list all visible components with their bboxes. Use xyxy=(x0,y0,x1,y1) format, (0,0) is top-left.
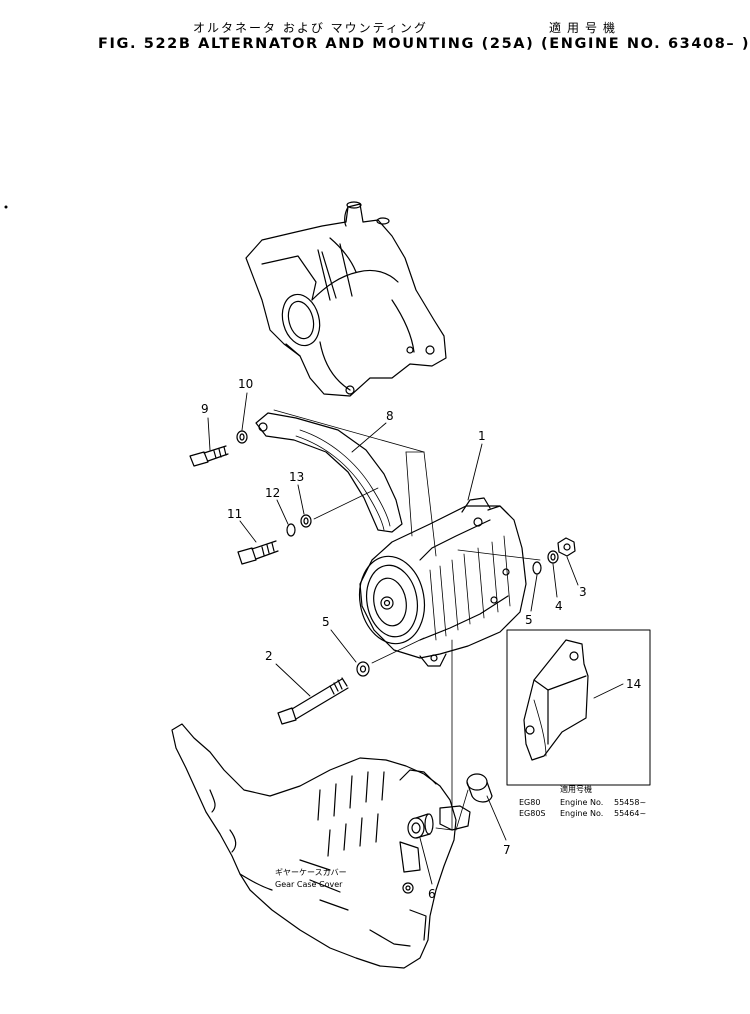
washer-4 xyxy=(547,550,559,564)
callout-8: 8 xyxy=(386,409,394,423)
leader-5-left xyxy=(330,629,357,663)
leader-11 xyxy=(239,520,257,543)
spacer-7 xyxy=(466,773,493,803)
washer-12 xyxy=(286,523,296,537)
inset-heading: 適用号機 xyxy=(560,784,592,794)
callout-14: 14 xyxy=(626,677,641,691)
callout-3: 3 xyxy=(579,585,587,599)
leader-1 xyxy=(467,443,483,501)
callout-1: 1 xyxy=(478,429,486,443)
callout-7: 7 xyxy=(503,843,511,857)
inset-row-1-model: EG80 xyxy=(519,798,540,807)
bushing-6 xyxy=(407,813,434,839)
bolt-11 xyxy=(237,540,279,565)
callout-5-right: 5 xyxy=(525,613,533,627)
leader-lines xyxy=(207,392,624,885)
leader-13 xyxy=(297,484,305,515)
washer-10 xyxy=(236,430,248,444)
gear-case-cover xyxy=(171,723,471,969)
washer-13 xyxy=(300,514,312,528)
leader-9 xyxy=(207,417,211,451)
callout-13: 13 xyxy=(289,470,304,484)
inset-row-2-label: Engine No. xyxy=(560,809,603,818)
assembly-center-lines xyxy=(273,409,541,831)
leader-3 xyxy=(566,556,579,586)
inset-row-2-model: EG80S xyxy=(519,809,546,818)
alternator xyxy=(358,497,527,667)
adjusting-arm xyxy=(255,412,403,533)
figure-title: FIG. 522B ALTERNATOR AND MOUNTING (25A) … xyxy=(98,36,750,52)
gear-case-english-label: Gear Case Cover xyxy=(275,880,343,889)
leader-14 xyxy=(593,683,624,699)
speck xyxy=(4,205,8,209)
callout-10: 10 xyxy=(238,377,253,391)
leader-5-right xyxy=(530,574,538,612)
inset-row-1-label: Engine No. xyxy=(560,798,603,807)
callout-12: 12 xyxy=(265,486,280,500)
callout-6: 6 xyxy=(428,887,436,901)
leader-7 xyxy=(486,795,507,841)
water-pump-housing xyxy=(245,201,447,397)
washer-5-left xyxy=(356,661,370,677)
leader-8 xyxy=(351,422,387,453)
exploded-diagram: 1 2 3 4 5 5 6 7 8 9 10 11 12 13 14 適用号機 … xyxy=(4,201,651,969)
callout-11: 11 xyxy=(227,507,242,521)
callout-2: 2 xyxy=(265,649,273,663)
inset-row-2-number: 55464~ xyxy=(614,809,646,818)
callout-4: 4 xyxy=(555,599,563,613)
japanese-applicability: 適用号機 xyxy=(549,21,622,35)
leader-6 xyxy=(419,837,433,885)
inset-row-1-number: 55458~ xyxy=(614,798,646,807)
inset-box xyxy=(506,629,651,786)
leader-10 xyxy=(241,392,248,431)
leader-12 xyxy=(276,499,289,525)
leader-4 xyxy=(552,563,558,598)
callout-9: 9 xyxy=(201,402,209,416)
bolt-9 xyxy=(189,445,229,467)
washer-5-right xyxy=(532,561,542,575)
callout-5-left: 5 xyxy=(322,615,330,629)
gear-case-japanese-label: ギヤーケースカバー xyxy=(275,868,347,877)
nut-3 xyxy=(557,537,576,557)
leader-2 xyxy=(275,663,311,697)
cover-14 xyxy=(523,639,589,761)
bolt-2 xyxy=(277,677,349,725)
japanese-title: オルタネータ および マウンティング xyxy=(193,21,428,35)
